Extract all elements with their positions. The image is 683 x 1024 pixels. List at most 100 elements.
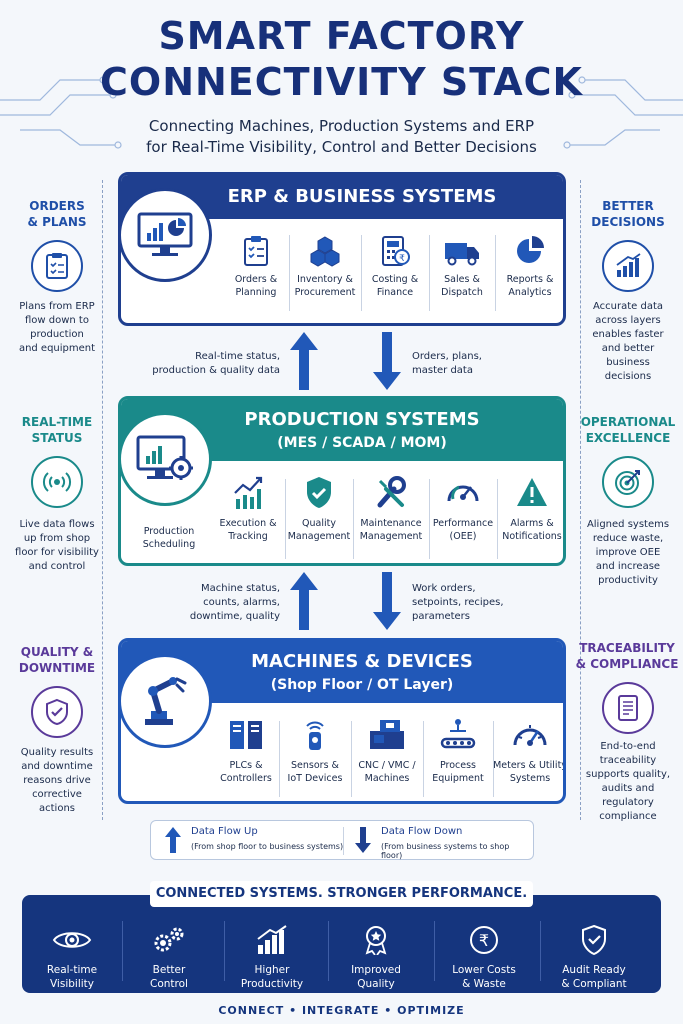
target-icon <box>615 470 640 495</box>
side-text: and control <box>28 561 86 572</box>
machine-module-label-5b: Systems <box>509 773 551 784</box>
machines-main-icon <box>118 654 212 748</box>
side-text: traceability <box>599 755 657 766</box>
divider <box>423 721 424 797</box>
boxes-icon <box>310 236 340 267</box>
right-text-excellence: Aligned systems reduce waste, improve OE… <box>578 518 678 588</box>
eye-icon <box>52 932 92 948</box>
erp-module-inventory[interactable]: Inventory & Procurement <box>289 235 361 299</box>
right-connector-line <box>580 180 581 820</box>
machine-module-cnc[interactable]: CNC / VMC / Machines <box>351 717 423 785</box>
benefit-label: Better <box>152 964 186 976</box>
left-text-status: Live data flows up from shop floor for v… <box>8 518 106 574</box>
banner-title-text: CONNECTED SYSTEMS. STRONGER PERFORMANCE. <box>155 886 528 901</box>
erp-module-costing[interactable]: ₹ Costing & Finance <box>361 235 429 299</box>
page-subtitle-line1: Connecting Machines, Production Systems … <box>148 117 535 135</box>
erp-module-label-4a: Sales & <box>444 274 480 285</box>
calculator-icon: ₹ <box>382 236 410 266</box>
divider <box>351 721 352 797</box>
meter-icon <box>513 725 547 746</box>
right-text-decisions: Accurate data across layers enables fast… <box>580 300 676 384</box>
heading-line: BETTER <box>602 199 654 213</box>
robot-arm-icon <box>145 677 187 725</box>
machine-module-meters[interactable]: Meters & Utility Systems <box>493 717 563 785</box>
page-title-line2: CONNECTIVITY STACK <box>100 60 583 104</box>
side-text: Quality results <box>20 747 94 758</box>
divider <box>361 235 362 311</box>
bar-chart-up-icon <box>616 253 641 277</box>
benefit-visibility: Real-time Visibility <box>22 925 122 991</box>
prod-module-performance[interactable]: Performance (OEE) <box>429 475 497 543</box>
side-text: reasons drive <box>23 775 91 786</box>
erp-module-orders[interactable]: Orders & Planning <box>225 235 287 299</box>
line-chart-icon <box>234 476 263 509</box>
prod-module-quality[interactable]: Quality Management <box>285 475 353 543</box>
left-connector-line <box>102 180 103 820</box>
document-icon <box>618 695 638 721</box>
erp-module-reports[interactable]: Reports & Analytics <box>495 235 563 299</box>
erp-module-label-3a: Costing & <box>371 274 419 285</box>
production-subtitle: (MES / SCADA / MOM) <box>277 435 447 451</box>
clipboard-icon <box>46 253 68 279</box>
prod-module-maintenance[interactable]: Maintenance Management <box>353 475 429 543</box>
prod-module-alarms[interactable]: Alarms & Notifications <box>497 475 563 543</box>
side-text: and equipment <box>18 343 96 354</box>
side-text: floor for visibility <box>15 547 99 558</box>
flow-text: master data <box>412 365 473 376</box>
erp-module-label-5b: Analytics <box>508 287 552 298</box>
data-flow-legend: Data Flow Up (From shop floor to busines… <box>150 820 534 860</box>
benefit-label: Audit Ready <box>562 964 626 976</box>
monitor-gear-icon <box>136 435 193 480</box>
flow-text: counts, alarms, <box>203 597 280 608</box>
right-text-traceability: End-to-end traceability supports quality… <box>578 740 678 824</box>
award-icon <box>365 926 387 955</box>
side-text: decisions <box>604 371 652 382</box>
machine-module-plc[interactable]: PLCs & Controllers <box>213 717 279 785</box>
right-heading-traceability: TRACEABILITY & COMPLIANCE <box>572 640 682 672</box>
benefit-label: Visibility <box>49 978 94 990</box>
benefit-productivity: Higher Productivity <box>222 925 322 991</box>
machine-module-label-1b: Controllers <box>220 773 272 784</box>
benefit-label: Quality <box>357 978 395 990</box>
monitor-chart-icon <box>137 212 193 256</box>
cnc-icon <box>370 720 404 749</box>
conveyor-icon <box>440 719 476 749</box>
pie-chart-icon <box>517 236 544 263</box>
banner-divider <box>224 921 225 981</box>
side-text: Aligned systems <box>586 519 670 530</box>
erp-module-sales[interactable]: Sales & Dispatch <box>429 235 495 299</box>
flow-text: Orders, plans, <box>412 351 482 362</box>
heading-line: ORDERS <box>29 199 85 213</box>
machine-module-label-1a: PLCs & <box>229 760 263 771</box>
gauge-icon <box>447 485 479 502</box>
right-icon-traceability <box>602 682 654 734</box>
heading-line: DECISIONS <box>591 215 665 229</box>
page-title-line1: SMART FACTORY <box>158 14 525 58</box>
left-icon-quality <box>31 686 83 738</box>
gears-icon <box>154 927 184 952</box>
circuit-decoration-left <box>0 76 122 149</box>
prod-module-label-2a: Execution & <box>219 518 277 529</box>
side-text: Plans from ERP <box>19 301 95 312</box>
data-up-arrow-2 <box>290 572 318 630</box>
prod-module-label-3a: Quality <box>302 518 336 529</box>
bottom-banner-title: CONNECTED SYSTEMS. STRONGER PERFORMANCE. <box>150 881 533 907</box>
prod-module-scheduling[interactable]: Production Scheduling <box>127 525 211 551</box>
heading-line: OPERATIONAL <box>580 415 676 429</box>
left-heading-quality: QUALITY & DOWNTIME <box>12 644 102 676</box>
signal-icon <box>42 472 72 492</box>
machine-module-process[interactable]: Process Equipment <box>423 717 493 785</box>
prod-module-label-4a: Maintenance <box>360 518 422 529</box>
prod-module-execution[interactable]: Execution & Tracking <box>211 475 285 543</box>
side-text: regulatory <box>602 797 654 808</box>
side-text: production <box>30 329 84 340</box>
erp-module-label-4b: Dispatch <box>441 287 483 298</box>
benefit-label: Real-time <box>46 964 98 976</box>
data-down-arrow-2 <box>373 572 401 630</box>
machines-subtitle: (Shop Floor / OT Layer) <box>270 677 454 693</box>
erp-main-icon <box>118 188 212 282</box>
machine-module-sensors[interactable]: Sensors & IoT Devices <box>279 717 351 785</box>
plc-icon <box>230 721 262 749</box>
right-icon-decisions <box>602 240 654 292</box>
production-header: PRODUCTION SYSTEMS (MES / SCADA / MOM) <box>121 399 563 461</box>
